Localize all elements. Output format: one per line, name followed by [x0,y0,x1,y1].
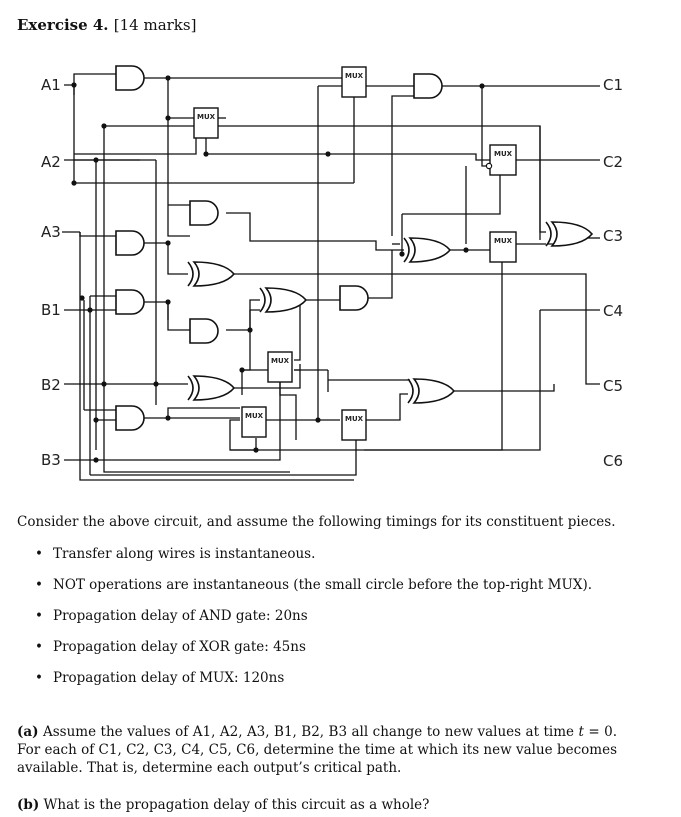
input-label-a1: A1 [41,76,61,94]
input-label-b1: B1 [41,301,61,319]
intro-text: Consider the above circuit, and assume t… [17,514,616,530]
part-a-text-1: Assume the values of A1, A2, A3, B1, B2,… [43,724,579,740]
mux-6: MUX [241,406,267,438]
circuit-diagram: A1 A2 A3 B1 B2 B3 C1 C2 C3 C4 C5 C6 [41,65,623,481]
output-label-c2: C2 [603,153,623,171]
mux-3: MUX [485,144,517,176]
mux-5: MUX [267,351,293,383]
output-label-c5: C5 [603,377,623,395]
part-a-time-variable: t [578,724,584,740]
output-label-c4: C4 [603,302,623,320]
input-label-b3: B3 [41,451,61,469]
and-gate-6 [115,405,145,431]
question-part-a: (a) Assume the values of A1, A2, A3, B1,… [17,723,617,777]
output-label-c3: C3 [603,227,623,245]
mux-2-label: MUX [345,72,364,80]
junction-dots [71,75,485,463]
xor-gate-6 [545,221,593,247]
timing-item: Propagation delay of MUX: 120ns [17,670,592,701]
input-label-a3: A3 [41,223,61,241]
mux-4-label: MUX [494,237,513,245]
not-bubble [485,162,493,170]
xor-gate-5 [407,378,455,404]
output-label-c1: C1 [603,76,623,94]
and-gate-1 [115,65,145,91]
question-part-b: (b) What is the propagation delay of thi… [17,796,617,814]
part-b-text: What is the propagation delay of this ci… [43,797,430,813]
mux-6-label: MUX [245,412,264,420]
and-gate-7 [339,285,369,311]
xor-gate-4 [403,237,451,263]
and-gate-5 [189,318,219,344]
mux-1: MUX [193,107,219,139]
xor-gate-2 [259,287,307,313]
part-a-text-2: = 0. For each of C1, C2, C3, C4, C5, C6,… [17,724,617,776]
and-gate-4 [115,289,145,315]
input-labels: A1 A2 A3 B1 B2 B3 [41,76,61,469]
exercise-heading: Exercise 4. [14 marks] [17,16,196,34]
input-label-b2: B2 [41,376,61,394]
xor-gate-3 [187,375,235,401]
xor-gate-1 [187,261,235,287]
exercise-marks: [14 marks] [113,16,197,34]
mux-1-label: MUX [197,113,216,121]
and-gate-8 [413,73,443,99]
mux-7-label: MUX [345,415,364,423]
part-b-label: (b) [17,797,40,813]
timing-list: Transfer along wires is instantaneous. N… [17,546,592,701]
exercise-title: Exercise 4. [17,16,109,34]
and-gate-3 [115,230,145,256]
input-label-a2: A2 [41,153,61,171]
timing-item: NOT operations are instantaneous (the sm… [17,577,592,608]
timing-item: Propagation delay of AND gate: 20ns [17,608,592,639]
mux-2: MUX [341,66,367,98]
mux-7: MUX [341,409,367,441]
part-a-label: (a) [17,724,39,740]
mux-5-label: MUX [271,357,290,365]
mux-3-label: MUX [494,150,513,158]
timing-item: Transfer along wires is instantaneous. [17,546,592,577]
and-gate-2 [189,200,219,226]
timing-item: Propagation delay of XOR gate: 45ns [17,639,592,670]
output-label-c6: C6 [603,452,623,470]
output-labels: C1 C2 C3 C4 C5 C6 [603,76,623,470]
mux-4: MUX [489,231,517,263]
circuit-wires [62,73,600,481]
